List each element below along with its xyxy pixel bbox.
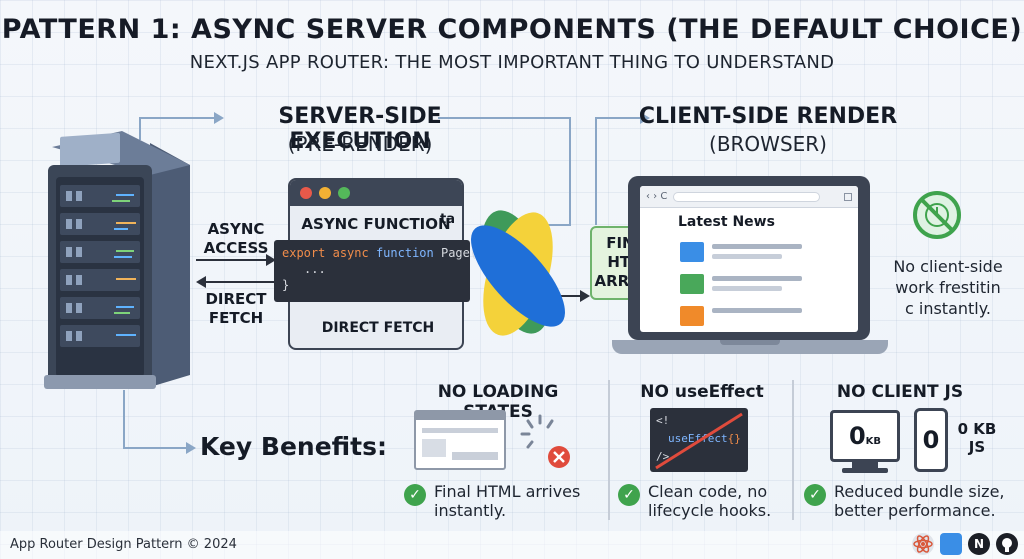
monitor-stand — [852, 462, 878, 470]
news-line — [712, 244, 802, 249]
benefit-no-useeffect-heading: NO useEffect — [640, 382, 764, 402]
benefit-no-useeffect-text: Clean code, no lifecycle hooks. — [648, 482, 772, 520]
check-icon: ✓ — [618, 484, 640, 506]
laptop-base — [612, 340, 888, 354]
page-subtitle: NEXT.JS APP ROUTER: THE MOST IMPORTANT T… — [189, 52, 835, 73]
direct-fetch-label: DIRECT FETCH — [205, 290, 267, 327]
news-thumb-blue — [680, 242, 704, 262]
minimize-dot-icon — [319, 187, 331, 199]
server-side-subheading: (PRE-RENDER) — [287, 132, 433, 156]
news-title: Latest News — [678, 214, 775, 230]
strike-through-icon — [655, 412, 743, 470]
code-snippet: export async function Page() ... } — [274, 240, 484, 302]
news-line — [712, 254, 782, 259]
phone-icon: 0 — [914, 408, 948, 472]
footer-bar — [0, 531, 1024, 559]
browser-toolbar: ‹ › C — [640, 186, 858, 208]
partial-tab-text: ta — [440, 212, 455, 227]
laptop-notch — [720, 340, 780, 345]
browser-nav-icons: ‹ › C — [646, 191, 668, 202]
news-thumb-green — [680, 274, 704, 294]
divider — [792, 380, 794, 520]
close-dot-icon — [300, 187, 312, 199]
loading-page-icon — [414, 410, 506, 470]
monitor-base — [842, 468, 888, 473]
loading-spinner-error-icon — [520, 414, 570, 468]
server-side-heading: SERVER-SIDE EXECUTION — [278, 104, 442, 154]
check-icon: ✓ — [404, 484, 426, 506]
server-tower-illustration — [44, 131, 190, 389]
no-client-work-note: No client-side work frestitin c instantl… — [893, 257, 1003, 318]
no-entry-icon — [913, 191, 961, 239]
zero-kb-js-label: 0 KB JS — [957, 420, 997, 456]
direct-fetch-caption: DIRECT FETCH — [321, 320, 435, 336]
next-logo-icon[interactable]: N — [968, 533, 990, 555]
browser-viewport: ‹ › C Latest News — [640, 186, 858, 332]
maximize-dot-icon — [338, 187, 350, 199]
news-line — [712, 286, 782, 291]
monitor-icon: 0KB — [830, 410, 900, 462]
leaf-logo-icon — [471, 210, 565, 336]
page-title: PATTERN 1: ASYNC SERVER COMPONENTS (THE … — [1, 14, 1023, 45]
news-thumb-orange — [680, 306, 704, 326]
window-titlebar — [290, 180, 462, 206]
github-logo-icon[interactable] — [996, 533, 1018, 555]
benefit-no-client-js-text: Reduced bundle size, better performance. — [834, 482, 1005, 520]
react-logo-icon[interactable] — [912, 533, 934, 555]
client-side-subheading: (BROWSER) — [709, 132, 827, 156]
footer-text: App Router Design Pattern © 2024 — [10, 537, 237, 552]
check-icon: ✓ — [804, 484, 826, 506]
benefit-no-loading-text: Final HTML arrives instantly. — [434, 482, 581, 520]
benefit-no-client-js-heading: NO CLIENT JS — [836, 382, 964, 402]
window-title: ASYNC FUNCTION — [301, 215, 451, 233]
address-bar — [673, 191, 820, 202]
async-access-label: ASYNC ACCESS — [203, 220, 269, 257]
ruler-logo-icon[interactable] — [940, 533, 962, 555]
client-side-heading: CLIENT-SIDE RENDER — [638, 104, 898, 129]
browser-menu-icon — [844, 192, 852, 201]
news-line — [712, 308, 802, 313]
key-benefits-label: Key Benefits: — [200, 432, 388, 461]
divider — [608, 380, 610, 520]
news-line — [712, 276, 802, 281]
